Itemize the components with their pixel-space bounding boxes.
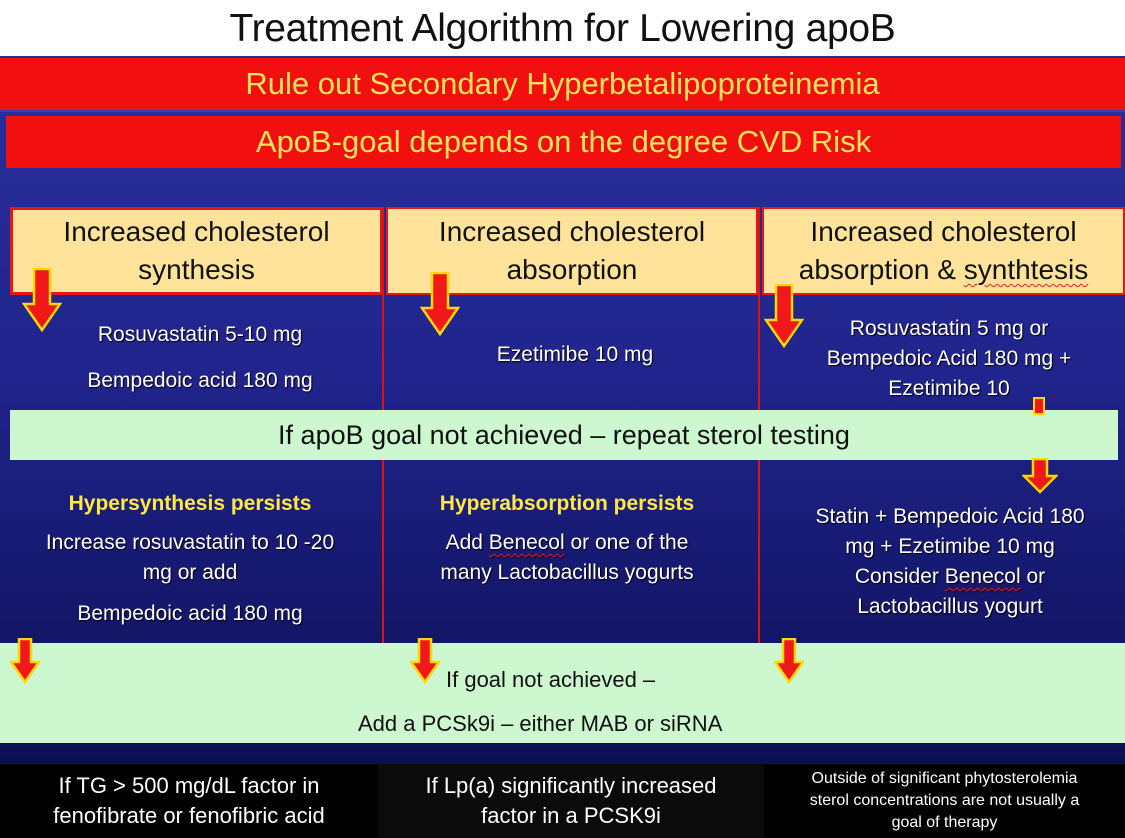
pcsk9-band-line: If goal not achieved – [446, 667, 656, 692]
pcsk9-band-line: Add a PCSk9i – either MAB or siRNA [358, 711, 723, 736]
persist-line: Consider Benecol or [855, 562, 1045, 592]
persist-block-combined: Statin + Bempedoic Acid 180 mg + Ezetimi… [780, 502, 1120, 626]
persist-line-part: Consider [854, 565, 945, 588]
down-arrow-icon [10, 638, 40, 684]
persist-line: Statin + Bempedoic Acid 180 [815, 505, 1085, 528]
column-header-line: Increased cholesterol [810, 216, 1077, 247]
persist-line: Increase rosuvastatin to 10 -20 [45, 531, 335, 554]
down-arrow-icon [410, 638, 440, 684]
medication-item: Rosuvastatin 5-10 mg [97, 323, 303, 346]
sterol-testing-text: If apoB goal not achieved – repeat stero… [278, 419, 850, 450]
medication-item: Bempedoic acid 180 mg [87, 369, 313, 392]
footer-line: goal of therapy [891, 814, 998, 831]
down-arrow-icon [22, 268, 62, 332]
footer-line: If Lp(a) significantly increased [425, 773, 717, 798]
footer-line: sterol concentrations are not usually a [809, 792, 1080, 809]
persist-line-part: or [1020, 565, 1046, 588]
down-arrow-icon [774, 638, 804, 684]
spellcheck-word: Benecol [944, 565, 1021, 588]
secondary-band: Rule out Secondary Hyperbetalipoproteine… [0, 58, 1125, 112]
spellcheck-word: Benecol [488, 531, 565, 554]
persist-line: Add Benecol or one of the [446, 528, 689, 558]
column-header-line-part: absorption & [798, 254, 964, 285]
footer-line: Outside of significant phytosterolemia [811, 770, 1078, 787]
column-header-line: synthesis [138, 254, 255, 285]
medication-list-combined: Rosuvastatin 5 mg or Bempedoic Acid 180 … [784, 312, 1114, 406]
persist-title: Hypersynthesis persists [68, 492, 312, 515]
medication-list-absorption: Ezetimibe 10 mg [420, 335, 730, 375]
medication-list-synthesis: Rosuvastatin 5-10 mg Bempedoic acid 180 … [40, 316, 360, 400]
persist-title: Hyperabsorption persists [439, 492, 695, 515]
footer-phytosterol-note: Outside of significant phytosterolemia s… [764, 764, 1125, 838]
persist-line: many Lactobacillus yogurts [440, 561, 694, 584]
column-header-line: absorption [506, 254, 638, 285]
goal-band: ApoB-goal depends on the degree CVD Risk [6, 116, 1121, 168]
footer-lpa-note: If Lp(a) significantly increased factor … [378, 764, 764, 838]
page-title: Treatment Algorithm for Lowering apoB [229, 6, 896, 50]
down-arrow-icon [1031, 397, 1047, 415]
pcsk9-band: If goal not achieved – Add a PCSk9i – ei… [0, 643, 1125, 743]
down-arrow-icon [764, 284, 804, 348]
column-header-synthesis: Increased cholesterol synthesis [10, 207, 383, 295]
footer-line: If TG > 500 mg/dL factor in [58, 773, 320, 798]
persist-block-absorption: Hyperabsorption persists Add Benecol or … [392, 492, 742, 602]
persist-line: mg + Ezetimibe 10 mg [845, 535, 1055, 558]
spellcheck-word: synthtesis [963, 254, 1089, 285]
persist-line-part: or one of the [564, 531, 689, 554]
column-header-line: Increased cholesterol [438, 216, 706, 247]
footer-line: fenofibrate or fenofibric acid [53, 803, 325, 828]
medication-item: Bempedoic Acid 180 mg + [826, 347, 1072, 370]
persist-line: Bempedoic acid 180 mg [77, 602, 303, 625]
persist-block-synthesis: Hypersynthesis persists Increase rosuvas… [10, 492, 370, 648]
footer-line: factor in a PCSK9i [481, 803, 661, 828]
persist-line-part: Add [445, 531, 489, 554]
medication-item: Rosuvastatin 5 mg or [849, 317, 1049, 340]
down-arrow-icon [1022, 458, 1058, 494]
sterol-testing-band: If apoB goal not achieved – repeat stero… [10, 410, 1118, 460]
title-bar: Treatment Algorithm for Lowering apoB [0, 0, 1125, 56]
goal-band-text: ApoB-goal depends on the degree CVD Risk [255, 124, 872, 159]
medication-item: Ezetimibe 10 [888, 377, 1010, 400]
persist-line: mg or add [142, 561, 238, 584]
column-header-line: Increased cholesterol [63, 216, 330, 247]
footer-tg-note: If TG > 500 mg/dL factor in fenofibrate … [0, 764, 378, 838]
down-arrow-icon [420, 272, 460, 336]
column-header-line: absorption & synthtesis [799, 251, 1089, 289]
column-header-absorption-synthesis: Increased cholesterol absorption & synth… [762, 207, 1125, 295]
secondary-band-text: Rule out Secondary Hyperbetalipoproteine… [245, 66, 880, 101]
persist-line: Lactobacillus yogurt [857, 595, 1043, 618]
medication-item: Ezetimibe 10 mg [496, 343, 654, 366]
